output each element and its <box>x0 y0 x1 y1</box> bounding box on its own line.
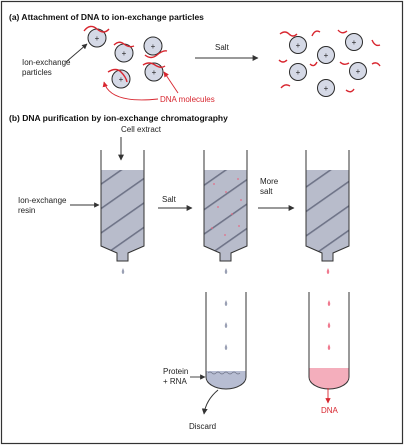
more-salt-line2: salt <box>260 187 273 196</box>
svg-text:+: + <box>296 41 301 50</box>
dna-label-b: DNA <box>321 406 339 415</box>
protein-rna-line2: + RNA <box>163 377 187 386</box>
protein-rna-line1: Protein <box>163 367 188 376</box>
chromatography-column-1 <box>100 150 145 262</box>
chromatography-column-2 <box>203 150 248 262</box>
svg-text:+: + <box>152 68 157 77</box>
section-b-title: (b) DNA purification by ion-exchange chr… <box>9 113 228 123</box>
section-a-title: (a) Attachment of DNA to ion-exchange pa… <box>9 12 204 22</box>
dna-strand <box>83 25 110 33</box>
free-dna-strand <box>280 84 291 89</box>
ion-exchange-particle: + <box>107 68 131 89</box>
ion-exchange-particle: + <box>143 36 168 59</box>
svg-text:+: + <box>324 51 329 60</box>
discard-label: Discard <box>189 422 216 431</box>
collection-tube-dna <box>308 292 350 390</box>
dna-pointer-arrow-1 <box>102 81 159 101</box>
column-drops-grey-1 <box>121 268 125 274</box>
dna-strand <box>113 41 135 48</box>
free-dna-strand <box>337 29 348 34</box>
ion-exchange-particle: + <box>317 79 335 97</box>
ion-exchange-particle: + <box>345 33 363 51</box>
more-salt-line1: More <box>260 177 279 186</box>
chromatography-column-3 <box>305 150 350 262</box>
ion-exchange-particle: + <box>113 41 135 63</box>
ion-exchange-particle: + <box>142 62 166 82</box>
ion-exchange-particle: + <box>317 46 335 64</box>
svg-text:+: + <box>122 49 127 58</box>
column-drops-grey-2 <box>224 268 228 274</box>
free-dna-strand <box>311 30 321 37</box>
collection-tube-protein-rna <box>205 292 247 390</box>
dna-molecules-label: DNA molecules <box>160 95 215 104</box>
ion-exchange-particle: + <box>289 63 307 81</box>
svg-text:+: + <box>356 67 361 76</box>
free-dna-strand <box>345 88 355 93</box>
svg-text:+: + <box>151 42 156 51</box>
dna-pointer-arrow-2 <box>163 71 179 94</box>
cell-extract-label: Cell extract <box>121 125 162 134</box>
free-dna-strand <box>371 39 381 47</box>
svg-text:+: + <box>352 38 357 47</box>
particles-pointer-arrow <box>65 43 88 63</box>
free-dna-strand <box>279 31 298 37</box>
particles-label-line1: Ion-exchange <box>22 58 71 67</box>
ion-exchange-particle: + <box>83 25 110 48</box>
svg-text:+: + <box>95 34 100 43</box>
dna-strand <box>144 50 168 59</box>
ion-exchange-particle: + <box>289 36 307 54</box>
column-drops-pink <box>326 268 330 274</box>
free-dna-strand <box>278 59 288 63</box>
ion-exchange-particle: + <box>349 62 367 80</box>
svg-text:+: + <box>324 84 329 93</box>
dna-strand <box>142 62 166 68</box>
particle-cluster-bound: + + + + + <box>83 25 168 89</box>
discard-arrow <box>201 389 219 415</box>
particle-cluster-released: + + + + + + <box>278 29 381 97</box>
resin-label-line1: Ion-exchange <box>18 196 67 205</box>
resin-label-line2: resin <box>18 206 35 215</box>
dna-strand <box>107 68 128 83</box>
salt-label-b: Salt <box>162 195 177 204</box>
free-dna-strand <box>339 61 350 65</box>
svg-text:+: + <box>119 75 124 84</box>
free-dna-strand <box>309 61 318 67</box>
svg-text:+: + <box>296 68 301 77</box>
free-dna-strand <box>371 62 381 67</box>
particles-label-line2: particles <box>22 68 52 77</box>
salt-label-a: Salt <box>215 43 230 52</box>
